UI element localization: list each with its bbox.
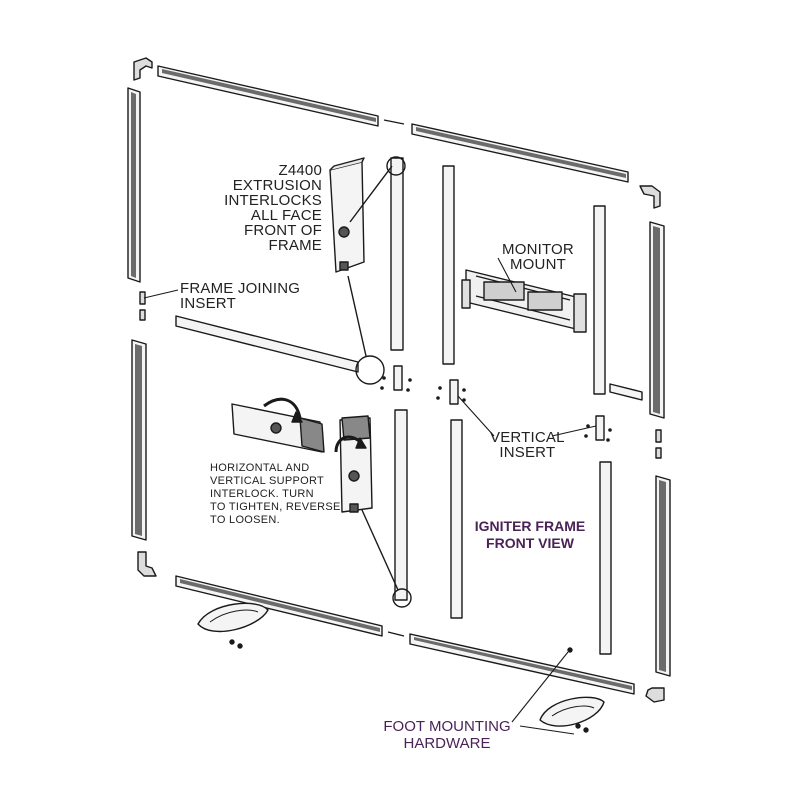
horizontal-support-bar-right bbox=[609, 383, 643, 401]
vertical-insert-2 bbox=[449, 379, 459, 405]
bottom-rail-left bbox=[175, 575, 383, 637]
left-joining-insert bbox=[139, 291, 146, 321]
corner-bracket-bottom-right bbox=[645, 687, 665, 703]
inner-support-1-upper bbox=[390, 157, 404, 351]
extrusion-label-line: Z4400 bbox=[278, 162, 322, 179]
support-interlock-note-line: HORIZONTAL AND bbox=[210, 462, 310, 474]
interlock-detail-vertical bbox=[334, 415, 412, 608]
foot-hardware-label-line: HARDWARE bbox=[403, 735, 491, 752]
right-joining-insert bbox=[655, 429, 662, 459]
extrusion-label-line: INTERLOCKS bbox=[224, 192, 322, 209]
horizontal-support-bar-left bbox=[175, 315, 359, 373]
diagram-title: IGNITER FRAME FRONT VIEW bbox=[470, 518, 590, 552]
top-rail-right bbox=[411, 123, 629, 183]
monitor-mount-label-line: MOUNT bbox=[509, 256, 566, 273]
bottom-rail-joint bbox=[387, 631, 405, 637]
foot-hardware-label-line: FOOT MOUNTING bbox=[383, 718, 511, 735]
inner-support-2-upper bbox=[442, 165, 455, 365]
monitor-mount bbox=[461, 269, 587, 333]
extrusion-label-line: EXTRUSION bbox=[232, 177, 322, 194]
support-interlock-note-line: TO LOOSEN. bbox=[210, 514, 281, 526]
left-upper-extrusion bbox=[127, 87, 141, 283]
foot-mounting-hardware-label: FOOT MOUNTING HARDWARE bbox=[376, 718, 518, 752]
frame-joining-label-line: FRAME JOINING bbox=[180, 280, 301, 297]
support-interlock-note-line: VERTICAL SUPPORT bbox=[210, 475, 325, 487]
bottom-rail-right bbox=[409, 633, 635, 695]
extrusion-label-line: FRAME bbox=[268, 237, 322, 254]
monitor-mount-label: MONITOR MOUNT bbox=[502, 242, 574, 272]
foot-left bbox=[197, 602, 269, 649]
diagram-title-line: IGNITER FRAME bbox=[474, 518, 586, 534]
vertical-insert-3 bbox=[595, 415, 605, 441]
top-rail-joint bbox=[383, 119, 405, 125]
inner-support-1-lower bbox=[394, 409, 408, 601]
support-interlock-note-line: TO TIGHTEN, REVERSE bbox=[210, 501, 341, 513]
support-interlock-note-line: INTERLOCK. TURN bbox=[210, 488, 314, 500]
frame-joining-label-line: INSERT bbox=[180, 295, 236, 312]
inner-support-3-upper bbox=[593, 205, 606, 395]
extrusion-label-line: ALL FACE bbox=[250, 207, 322, 224]
foot-right bbox=[539, 647, 605, 733]
vertical-insert-label-line: VERTICAL bbox=[490, 429, 565, 446]
vertical-insert-label: VERTICAL INSERT bbox=[490, 430, 565, 460]
extrusion-detail-callout bbox=[329, 156, 406, 385]
monitor-mount-label-line: MONITOR bbox=[502, 241, 574, 258]
left-lower-extrusion bbox=[131, 339, 147, 541]
diagram-title-line: FRONT VIEW bbox=[486, 535, 574, 551]
frame-joining-insert-label: FRAME JOINING INSERT bbox=[180, 281, 300, 311]
vertical-insert-label-line: INSERT bbox=[499, 444, 556, 461]
vertical-insert-1 bbox=[393, 365, 403, 391]
extrusion-label: Z4400 EXTRUSION INTERLOCKS ALL FACE FRON… bbox=[224, 163, 322, 253]
support-interlock-note: HORIZONTAL AND VERTICAL SUPPORT INTERLOC… bbox=[210, 462, 341, 527]
corner-bracket-top-right bbox=[639, 185, 661, 209]
right-lower-extrusion bbox=[655, 475, 671, 677]
insert-screws bbox=[380, 376, 612, 442]
corner-bracket-top-left bbox=[133, 57, 153, 81]
inner-support-2-lower bbox=[450, 419, 463, 619]
leader-lines bbox=[143, 257, 597, 735]
corner-bracket-bottom-left bbox=[137, 551, 157, 577]
inner-support-3-lower bbox=[599, 461, 612, 655]
top-rail-left bbox=[157, 65, 379, 127]
right-upper-extrusion bbox=[649, 221, 665, 419]
interlock-detail-horizontal bbox=[231, 397, 325, 453]
extrusion-label-line: FRONT OF bbox=[244, 222, 322, 239]
